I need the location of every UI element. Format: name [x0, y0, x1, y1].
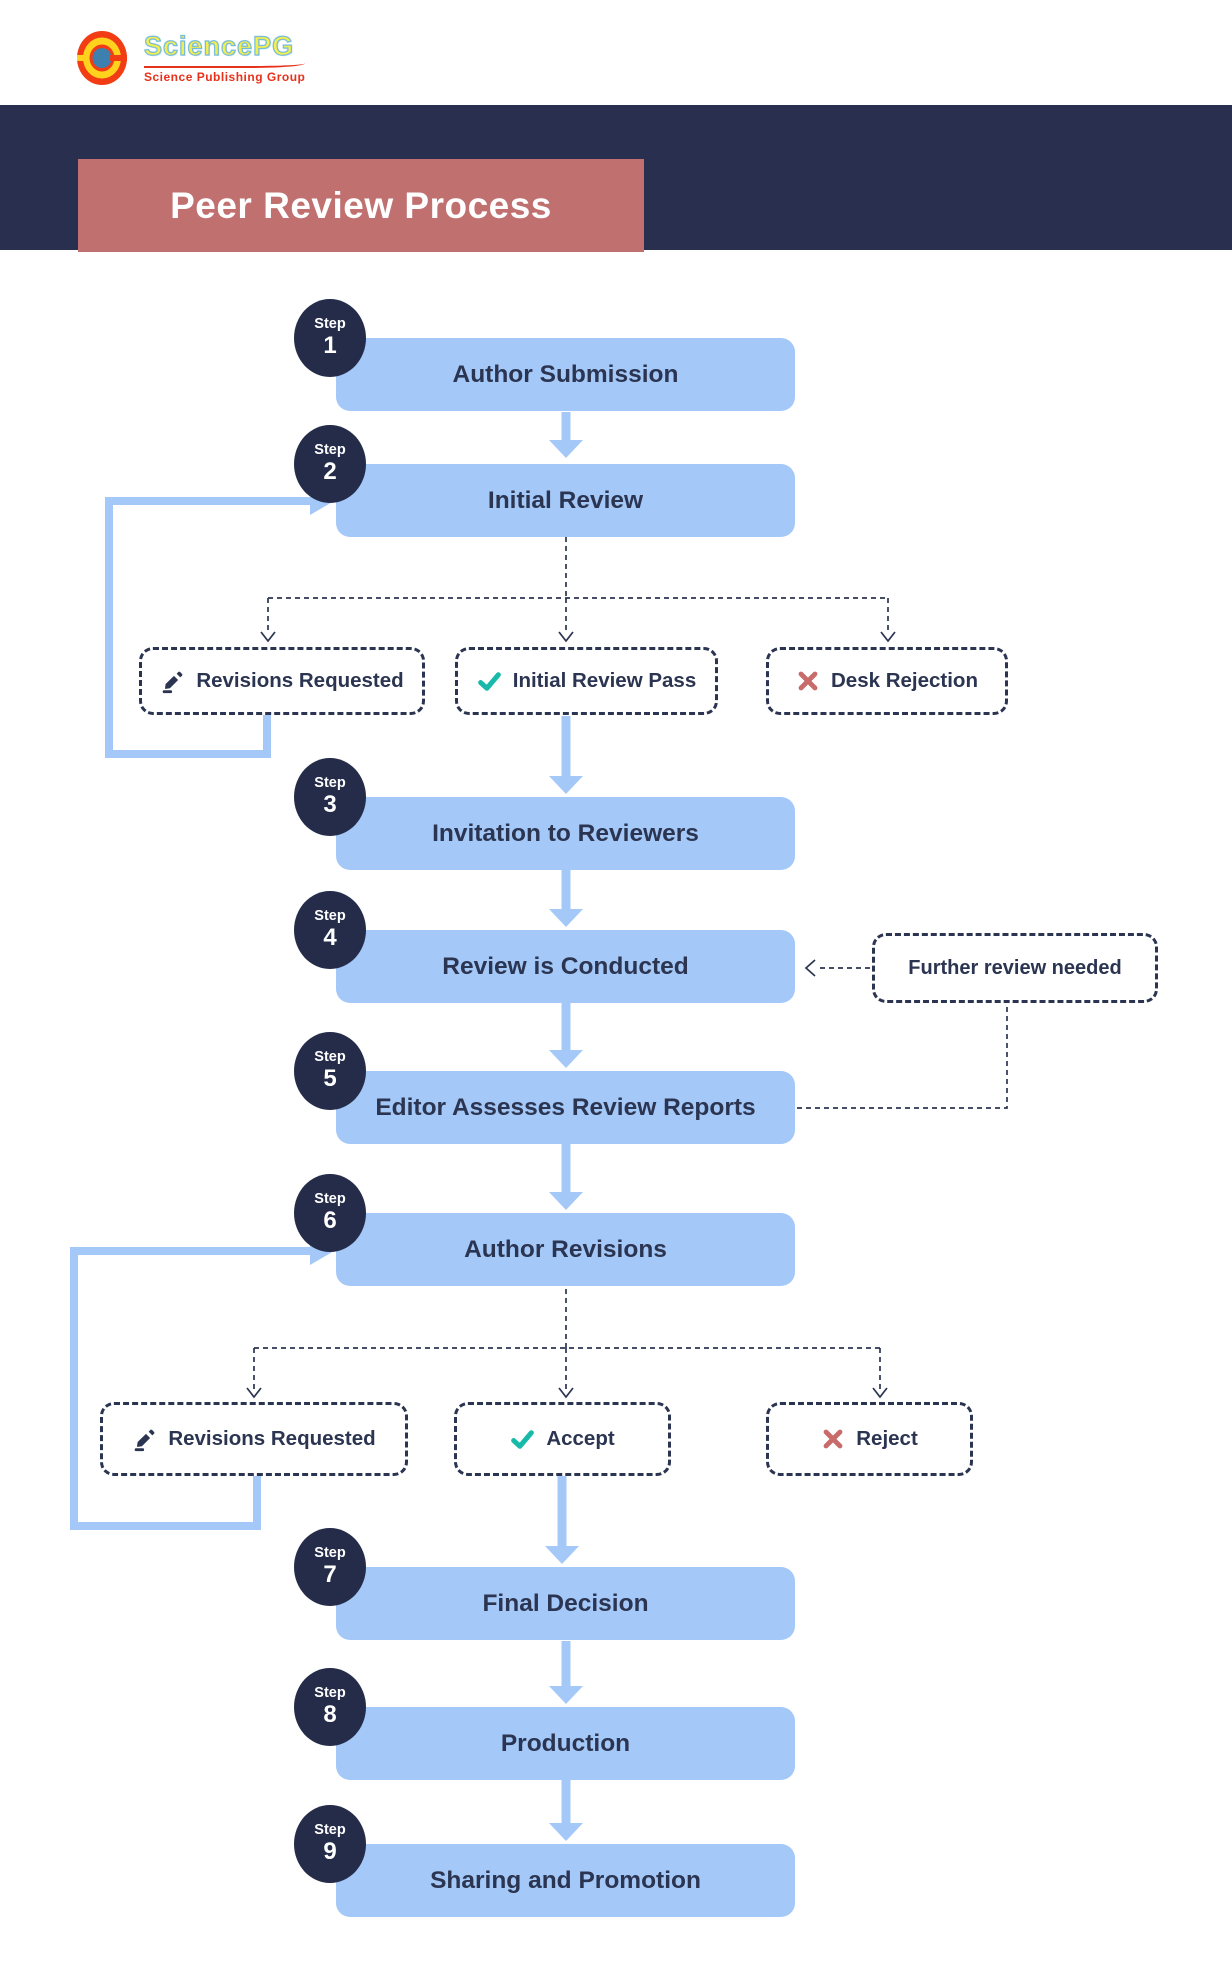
arrow-step1-to-step2	[549, 412, 583, 458]
arrow-step7-to-step8	[549, 1641, 583, 1704]
pencil-icon	[163, 671, 183, 693]
sciencepg-logo-icon	[77, 31, 127, 85]
step-bar-initial-review: Initial Review	[336, 464, 795, 537]
check-icon	[477, 671, 501, 691]
arrow-step3-to-step4	[549, 870, 583, 927]
step-bar-sharing-and-promotion: Sharing and Promotion	[336, 1844, 795, 1917]
loop-revisions-to-initial-review	[105, 497, 312, 758]
step-bar-invitation-to-reviewers: Invitation to Reviewers	[336, 797, 795, 870]
page-title: Peer Review Process	[170, 184, 552, 226]
outcome-reject: Reject	[766, 1402, 973, 1476]
step-bar-editor-assesses-review-reports: Editor Assesses Review Reports	[336, 1071, 795, 1144]
check-icon	[511, 1429, 535, 1449]
arrow-step8-to-step9	[549, 1780, 583, 1841]
outcome-revisions-requested-1: Revisions Requested	[139, 647, 425, 715]
further-review-needed-note: Further review needed	[872, 933, 1158, 1003]
dashed-arrowheads	[246, 631, 896, 1399]
step5-to-further-line	[797, 1005, 1008, 1109]
outcome-accept: Accept	[454, 1402, 671, 1476]
step-bar-author-submission: Author Submission	[336, 338, 795, 411]
logo-wordmark: SciencePG	[143, 31, 295, 61]
dashed-branches	[253, 537, 1008, 1390]
x-icon	[798, 671, 818, 691]
x-icon	[823, 1429, 843, 1449]
pencil-icon	[135, 1429, 155, 1451]
arrow-accept-to-step7	[545, 1476, 579, 1564]
arrow-step4-to-step5	[549, 1003, 583, 1068]
step-bar-author-revisions: Author Revisions	[336, 1213, 795, 1286]
outcome-initial-review-pass: Initial Review Pass	[455, 647, 718, 715]
step-bar-review-is-conducted: Review is Conducted	[336, 930, 795, 1003]
logo-swoosh	[144, 61, 306, 68]
arrow-pass-to-step3	[549, 716, 583, 794]
feedback-loops	[70, 497, 312, 1530]
title-box: Peer Review Process	[78, 159, 644, 252]
down-arrows	[545, 412, 583, 1841]
outcome-desk-rejection: Desk Rejection	[766, 647, 1008, 715]
step-bar-final-decision: Final Decision	[336, 1567, 795, 1640]
arrow-step5-to-step6	[549, 1144, 583, 1210]
loop-revisions-to-author-revisions	[70, 1247, 312, 1530]
outcome-revisions-requested-2: Revisions Requested	[100, 1402, 408, 1476]
sciencepg-logo: SciencePG Science Publishing Group	[76, 30, 306, 86]
logo-tagline: Science Publishing Group	[144, 70, 306, 84]
feedback-loop-heads	[310, 487, 334, 1265]
step-bar-production: Production	[336, 1707, 795, 1780]
